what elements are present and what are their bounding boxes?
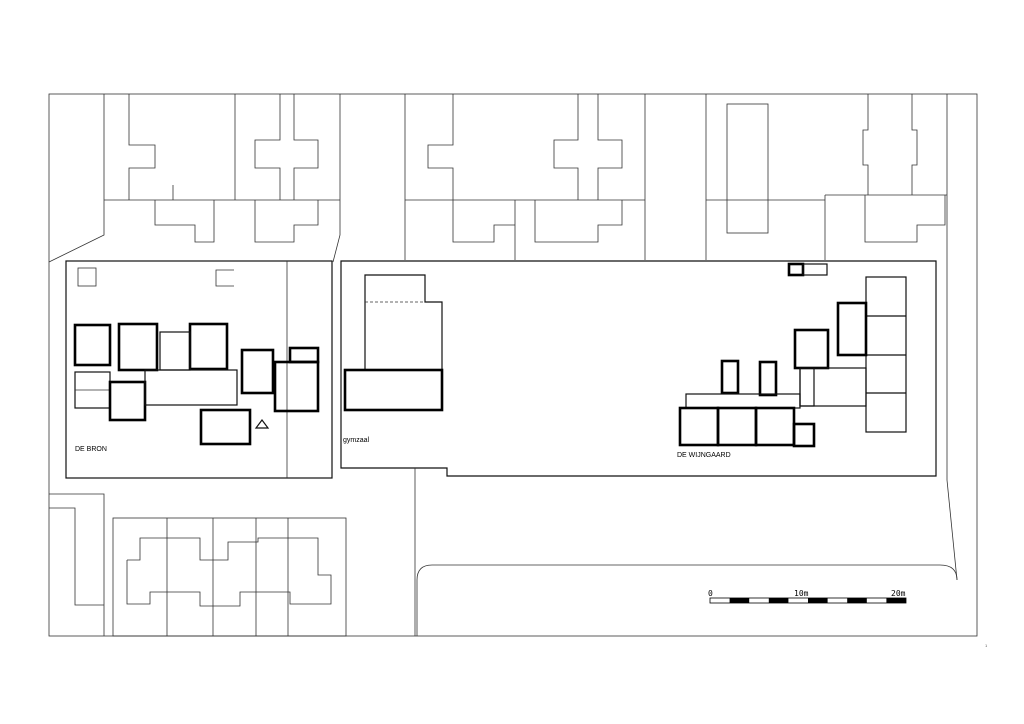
top-parcels — [48, 94, 958, 581]
scale-segment — [768, 598, 789, 603]
bottom-parcels — [49, 468, 958, 637]
scale-bar: 0 10m 20m — [708, 589, 907, 604]
scale-label-0: 0 — [708, 589, 713, 598]
de-wijngaard-label: DE WIJNGAARD — [677, 452, 731, 459]
plan-border — [48, 93, 978, 637]
scale-label-20m: 20m — [891, 589, 906, 598]
de-bron-label: DE BRON — [75, 446, 107, 453]
scale-label-10m: 10m — [794, 589, 809, 598]
page-number: 1 — [985, 643, 988, 648]
scale-segment — [729, 598, 750, 603]
de-bron-building — [73, 322, 320, 446]
scale-segment — [847, 598, 867, 603]
de-bron-site: DE BRON — [65, 260, 333, 479]
scale-segment — [808, 598, 828, 603]
gymzaal-site: gymzaal — [340, 260, 937, 477]
gymzaal-label: gymzaal — [343, 437, 370, 444]
de-wijngaard-building: DE WIJNGAARD — [677, 262, 907, 459]
scale-segment — [886, 598, 906, 603]
